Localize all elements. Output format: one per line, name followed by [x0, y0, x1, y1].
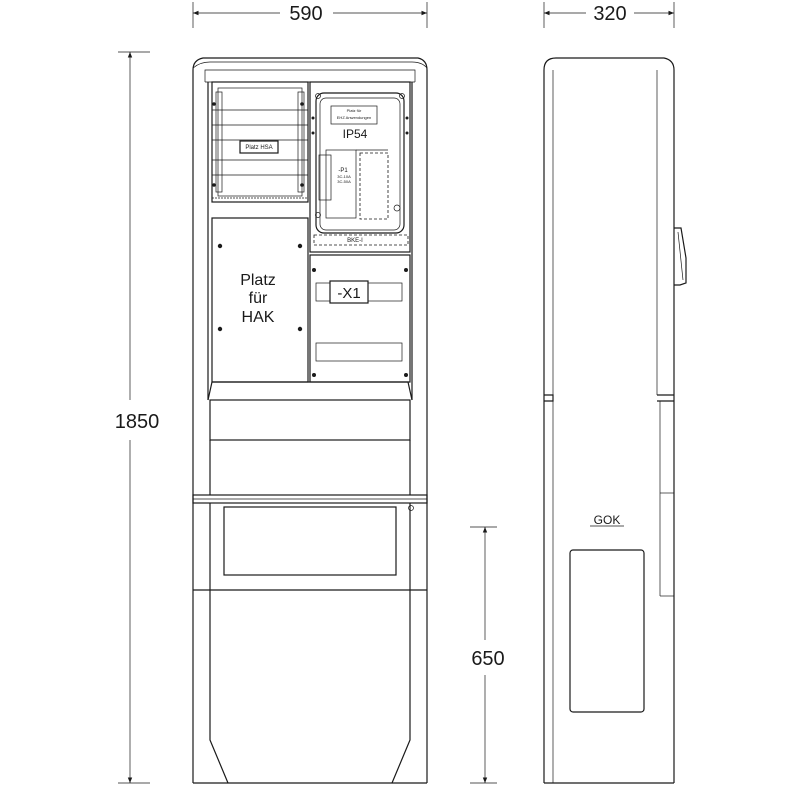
- platz-ehz-label-1: Platz für: [347, 108, 362, 113]
- dimension-total-height: 1850: [115, 51, 160, 784]
- platz-hsa-label: Platz HSA: [245, 145, 272, 151]
- p1-spec-2: 3C-50A: [337, 179, 351, 184]
- bke-label: BKE-I: [347, 238, 363, 244]
- terminal-compartment: -X1: [309, 254, 411, 383]
- dimension-base-height: 650: [470, 526, 505, 784]
- side-view: GOK: [543, 57, 687, 784]
- dimension-side-width: 320: [543, 2, 675, 28]
- x1-label: -X1: [337, 285, 360, 302]
- ip-rating-label: IP54: [343, 127, 368, 141]
- p1-label: -P1: [338, 168, 348, 174]
- meter-compartment: Platz für EHZ Anwendungen IP54 -P1 3C-10…: [309, 81, 411, 253]
- dimension-front-width: 590: [192, 2, 428, 28]
- front-view: Platz HSA Platz für EHZ Anwendungen IP54: [192, 57, 428, 784]
- platz-hak-label-1: Platz: [240, 272, 276, 289]
- p1-spec-1: 3C-10A: [337, 174, 351, 179]
- side-width-label: 320: [593, 3, 626, 25]
- hsa-compartment: Platz HSA: [211, 81, 309, 203]
- gok-label: GOK: [594, 513, 621, 527]
- front-width-label: 590: [289, 3, 322, 25]
- base-height-label: 650: [471, 648, 504, 670]
- platz-hak-label-2: für: [249, 290, 268, 307]
- platz-hak-label-3: HAK: [242, 309, 275, 326]
- platz-ehz-label-2: EHZ Anwendungen: [337, 115, 371, 120]
- total-height-label: 1850: [115, 411, 160, 433]
- hak-compartment: Platz für HAK: [211, 217, 309, 383]
